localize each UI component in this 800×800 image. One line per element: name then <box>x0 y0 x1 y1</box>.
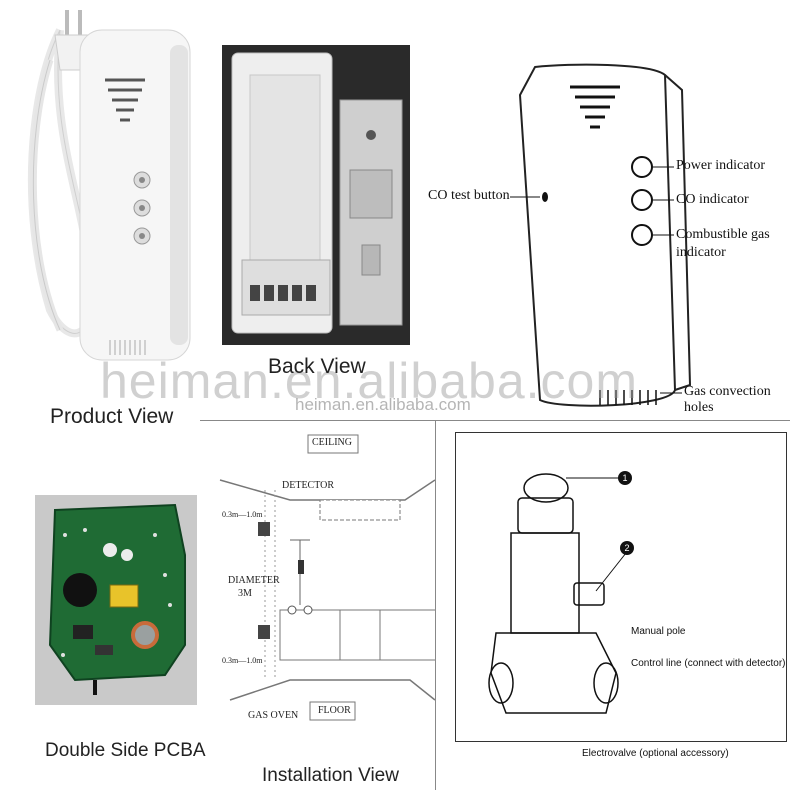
product-photo <box>20 10 200 370</box>
installation-caption: Installation View <box>262 765 399 786</box>
installation-diagram <box>210 430 451 750</box>
back-view-photo <box>222 45 410 345</box>
callout-2: 2 <box>620 541 634 555</box>
detector-label: DETECTOR <box>282 480 335 491</box>
co-indicator-label: CO indicator <box>676 192 749 207</box>
combustible-gas-label: Combustible gas <box>676 227 770 242</box>
convection-holes-label: Gas convection holes <box>684 384 771 415</box>
divider-horizontal <box>200 420 790 421</box>
combustible-gas-label-2: indicator <box>676 245 726 260</box>
distance-bottom-label: 0.3m—1.0m <box>222 656 263 665</box>
watermark-sub: heiman.en.alibaba.com <box>295 395 471 414</box>
divider-vertical <box>435 420 436 790</box>
valve-legend-2: Control line (connect with detector) <box>631 658 786 669</box>
power-indicator-label: Power indicator <box>676 158 766 173</box>
diameter-label: DIAMETER <box>228 575 280 586</box>
pcba-photo <box>35 495 197 705</box>
detector-diagram <box>420 55 800 435</box>
floor-label: FLOOR <box>318 705 351 716</box>
watermark-main: heiman.en.alibaba.com <box>100 353 638 409</box>
valve-caption: Electrovalve (optional accessory) <box>582 748 729 759</box>
callout-1: 1 <box>618 471 632 485</box>
product-view-caption: Product View <box>50 405 174 428</box>
ceiling-label: CEILING <box>312 437 352 448</box>
electrovalve-panel: 1 2 Manual pole Control line (connect wi… <box>455 432 787 742</box>
valve-legend-1: Manual pole <box>631 626 686 637</box>
co-test-button-label: CO test button <box>428 188 510 203</box>
diameter-value: 3M <box>238 588 252 599</box>
gas-oven-label: GAS OVEN <box>248 710 299 721</box>
distance-top-label: 0.3m—1.0m <box>222 510 263 519</box>
back-view-caption: Back View <box>268 355 366 378</box>
pcba-caption: Double Side PCBA <box>45 740 206 761</box>
